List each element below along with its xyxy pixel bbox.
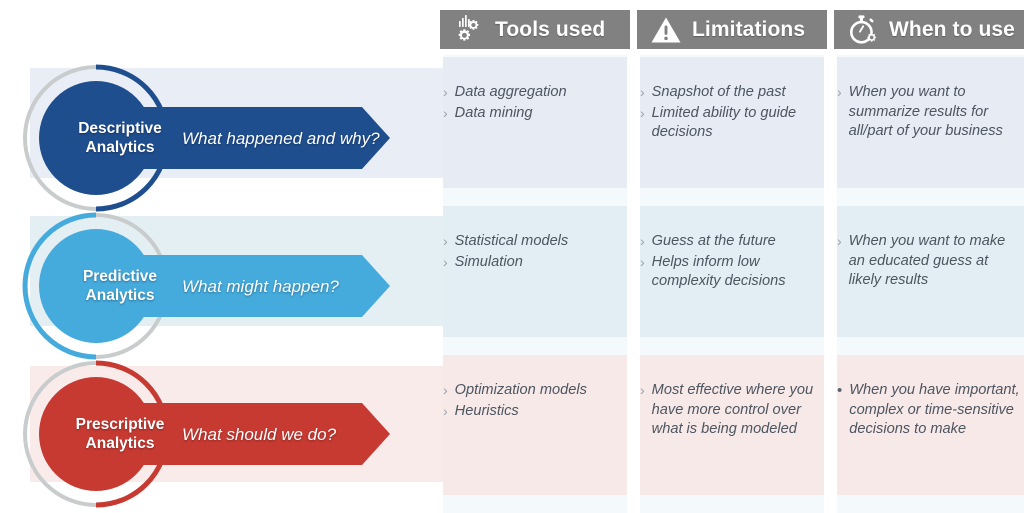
chevron-bullet-icon: › bbox=[443, 233, 448, 249]
chevron-bullet-icon: › bbox=[640, 253, 645, 270]
list-item: › Guess at the future bbox=[640, 232, 824, 252]
column-header-label: Limitations bbox=[692, 17, 806, 41]
list-item: › Data aggregation bbox=[443, 83, 627, 103]
cell-descriptive-limitations: › Snapshot of the past › Limited ability to… bbox=[640, 83, 824, 144]
banner-arrow-shape bbox=[60, 255, 390, 317]
bullet-list: › When you want to summarize results for … bbox=[837, 83, 1024, 142]
cell-descriptive-tools-used: › Data aggregation › Data mining bbox=[443, 83, 627, 124]
list-item: › Snapshot of the past bbox=[640, 83, 824, 103]
chevron-bullet-icon: › bbox=[443, 253, 448, 270]
chevron-bullet-icon: › bbox=[640, 382, 645, 398]
bullet-list: › Data aggregation › Data mining bbox=[443, 83, 627, 123]
banner-prescriptive: Prescriptive Analytics What should we do… bbox=[60, 403, 390, 465]
banner-predictive: Predictive Analytics What might happen? bbox=[60, 255, 390, 317]
banner-arrow-shape bbox=[60, 403, 390, 465]
list-item-label: Heuristics bbox=[454, 402, 519, 419]
column-header-tools-used[interactable]: Tools used bbox=[440, 10, 630, 49]
outer-ring-accent-arc bbox=[22, 212, 97, 360]
row-band-prescriptive bbox=[443, 355, 1024, 495]
list-item-label: Snapshot of the past bbox=[651, 84, 786, 100]
list-item-label: Simulation bbox=[454, 253, 523, 270]
row-title-predictive: Predictive Analytics bbox=[64, 267, 176, 305]
list-item: › Limited ability to guide decisions bbox=[640, 104, 824, 143]
list-item: • When you have important, complex or tim… bbox=[837, 381, 1024, 440]
chevron-bullet-icon: › bbox=[443, 382, 448, 398]
list-item-label: Data mining bbox=[454, 104, 533, 121]
cell-predictive-tools-used: › Statistical models › Simulation bbox=[443, 232, 627, 273]
cell-prescriptive-when-to-use: • When you have important, complex or tim… bbox=[837, 381, 1024, 441]
cell-prescriptive-tools-used: › Optimization models › Heuristics bbox=[443, 381, 627, 422]
row-title-line2: Analytics bbox=[85, 435, 155, 452]
chevron-bullet-icon: › bbox=[837, 233, 842, 249]
bullet-list: › Guess at the future › Helps inform low co… bbox=[640, 232, 824, 292]
chevron-bullet-icon: › bbox=[837, 84, 842, 100]
list-item: › Simulation bbox=[443, 253, 627, 273]
column-header-label: Tools used bbox=[495, 17, 606, 41]
list-item: › Heuristics bbox=[443, 402, 627, 422]
column-header-label: When to use bbox=[889, 17, 1015, 41]
bullet-list: › Most effective where you have more cont… bbox=[640, 381, 824, 440]
cell-prescriptive-limitations: › Most effective where you have more cont… bbox=[640, 381, 824, 441]
list-item-label: When you have important, complex or time… bbox=[849, 382, 1020, 437]
row-band-predictive bbox=[443, 206, 1024, 337]
list-item: › Optimization models bbox=[443, 381, 627, 401]
row-band-descriptive bbox=[443, 57, 1024, 188]
bullet-list: › Statistical models › Simulation bbox=[443, 232, 627, 272]
list-item-label: Helps inform low complexity decisions bbox=[651, 253, 786, 290]
chevron-bullet-icon: › bbox=[443, 402, 448, 419]
row-question-descriptive: What happened and why? bbox=[182, 128, 380, 148]
list-item: › Most effective where you have more cont… bbox=[640, 381, 824, 440]
warning-triangle-icon bbox=[651, 17, 681, 42]
row-question-predictive: What might happen? bbox=[182, 276, 339, 296]
stopwatch-gear-icon bbox=[849, 14, 876, 44]
list-item: › Statistical models bbox=[443, 232, 627, 252]
column-gutter-2 bbox=[824, 55, 837, 513]
chevron-bullet-icon: › bbox=[443, 104, 448, 121]
list-item-label: Most effective where you have more contr… bbox=[651, 382, 814, 437]
chevron-bullet-icon: › bbox=[640, 84, 645, 100]
chevron-bullet-icon: › bbox=[640, 104, 645, 121]
banner-descriptive: Descriptive Analytics What happened and … bbox=[60, 107, 390, 169]
list-item-label: Optimization models bbox=[454, 382, 587, 398]
column-header-limitations[interactable]: Limitations bbox=[637, 10, 827, 49]
list-item-label: Statistical models bbox=[454, 233, 569, 249]
gears-chart-icon bbox=[458, 14, 479, 41]
list-item-label: Data aggregation bbox=[454, 84, 567, 100]
row-title-line1: Descriptive bbox=[78, 120, 162, 137]
row-title-prescriptive: Prescriptive Analytics bbox=[64, 415, 176, 453]
cell-predictive-when-to-use: › When you want to make an educated guess… bbox=[837, 232, 1024, 292]
list-item-label: Limited ability to guide decisions bbox=[651, 104, 797, 141]
column-gutter-1 bbox=[627, 55, 640, 513]
chevron-bullet-icon: › bbox=[640, 233, 645, 249]
row-title-line2: Analytics bbox=[85, 287, 155, 304]
cell-predictive-limitations: › Guess at the future › Helps inform low co… bbox=[640, 232, 824, 293]
bullet-list: • When you have important, complex or tim… bbox=[837, 381, 1024, 440]
dot-bullet-icon: • bbox=[837, 382, 843, 399]
list-item-label: Guess at the future bbox=[651, 233, 776, 249]
row-title-line1: Predictive bbox=[82, 268, 158, 285]
row-title-descriptive: Descriptive Analytics bbox=[64, 119, 176, 157]
banner-arrow-shape bbox=[60, 107, 390, 169]
row-question-prescriptive: What should we do? bbox=[182, 424, 337, 444]
list-item: › Data mining bbox=[443, 104, 627, 124]
cell-descriptive-when-to-use: › When you want to summarize results for … bbox=[837, 83, 1024, 143]
bullet-list: › Snapshot of the past › Limited ability to… bbox=[640, 83, 824, 143]
column-header-when-to-use[interactable]: When to use bbox=[834, 10, 1024, 49]
list-item-label: When you want to make an educated guess … bbox=[848, 233, 1006, 288]
row-title-line1: Prescriptive bbox=[75, 416, 165, 433]
row-title-line2: Analytics bbox=[85, 139, 155, 156]
list-item: › When you want to summarize results for … bbox=[837, 83, 1024, 142]
chevron-bullet-icon: › bbox=[443, 84, 448, 100]
list-item: › When you want to make an educated guess… bbox=[837, 232, 1024, 291]
list-item: › Helps inform low complexity decisions bbox=[640, 253, 824, 292]
list-item-label: When you want to summarize results for a… bbox=[848, 84, 1003, 139]
bullet-list: › Optimization models › Heuristics bbox=[443, 381, 627, 421]
bullet-list: › When you want to make an educated guess… bbox=[837, 232, 1024, 291]
